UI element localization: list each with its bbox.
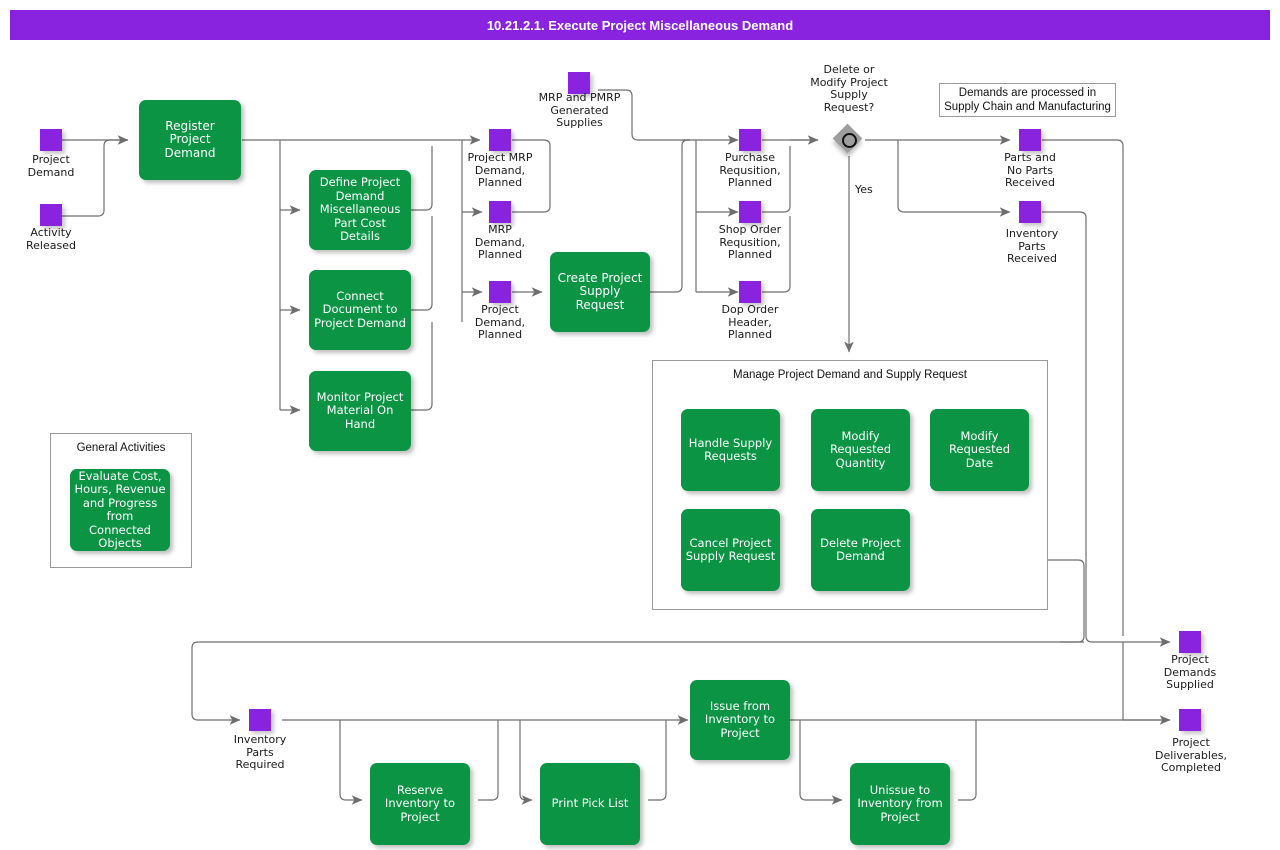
activity-delete-project-demand[interactable]: Delete Project Demand [811,509,910,591]
activity-create-project-supply-request[interactable]: Create Project Supply Request [550,252,650,332]
activity-register-project-demand[interactable]: Register Project Demand [139,100,241,180]
state-inventory-parts-required[interactable] [249,709,271,731]
state-label-dop-order-header-planned: Dop Order Header, Planned [695,304,805,342]
group-title-general-activities: General Activities [51,442,191,454]
activity-monitor-project-material-on-hand[interactable]: Monitor Project Material On Hand [309,371,411,451]
state-project-mrp-demand-planned[interactable] [489,129,511,151]
activity-modify-requested-quantity[interactable]: Modify Requested Quantity [811,409,910,491]
state-label-project-demand: Project Demand [0,154,102,179]
state-label-mrp-and-pmrp-generated-supplies: MRP and PMRP Generated Supplies [512,92,647,130]
state-label-project-demands-supplied: Project Demands Supplied [1135,654,1245,692]
state-parts-and-no-parts-received[interactable] [1019,129,1041,151]
state-mrp-demand-planned[interactable] [489,201,511,223]
state-shop-order-requsition-planned[interactable] [739,201,761,223]
group-title-manage-project-demand-and-supply-request: Manage Project Demand and Supply Request [653,369,1047,381]
activity-cancel-project-supply-request[interactable]: Cancel Project Supply Request [681,509,780,591]
state-label-mrp-demand-planned: MRP Demand, Planned [445,224,555,262]
state-activity-released[interactable] [40,204,62,226]
state-label-project-demand-planned: Project Demand, Planned [445,304,555,342]
activity-unissue-to-inventory-from-project[interactable]: Unissue to Inventory from Project [850,763,950,845]
state-project-demand-planned[interactable] [489,281,511,303]
activity-print-pick-list[interactable]: Print Pick List [540,763,640,845]
activity-handle-supply-requests[interactable]: Handle Supply Requests [681,409,780,491]
state-label-shop-order-requsition-planned: Shop Order Requsition, Planned [695,224,805,262]
state-label-purchase-requsition-planned: Purchase Requsition, Planned [695,152,805,190]
state-inventory-parts-received[interactable] [1019,201,1041,223]
decision-delete-or-modify-project-supply-request[interactable] [834,125,864,155]
activity-define-project-demand-miscellaneous-part-cost-details[interactable]: Define Project Demand Miscellaneous Part… [309,170,411,250]
decision-circle-icon [842,133,857,148]
state-project-deliverables-completed[interactable] [1179,709,1201,731]
activity-reserve-inventory-to-project[interactable]: Reserve Inventory to Project [370,763,470,845]
state-label-activity-released: Activity Released [0,227,102,252]
note-supply-chain: Demands are processed in Supply Chain an… [939,83,1116,117]
state-project-demand[interactable] [40,129,62,151]
activity-issue-from-inventory-to-project[interactable]: Issue from Inventory to Project [690,680,790,760]
state-label-project-deliverables-completed: Project Deliverables, Completed [1131,737,1251,775]
page-title: 10.21.2.1. Execute Project Miscellaneous… [10,10,1270,40]
state-project-demands-supplied[interactable] [1179,631,1201,653]
decision-label-delete-or-modify-project-supply-request: Delete or Modify Project Supply Request? [790,64,908,114]
state-dop-order-header-planned[interactable] [739,281,761,303]
state-label-inventory-parts-received: Inventory Parts Received [975,228,1089,266]
state-purchase-requsition-planned[interactable] [739,129,761,151]
state-label-project-mrp-demand-planned: Project MRP Demand, Planned [445,152,555,190]
activity-evaluate-cost-hours-revenue-progress[interactable]: Evaluate Cost, Hours, Revenue and Progre… [70,469,170,551]
state-label-inventory-parts-required: Inventory Parts Required [205,734,315,772]
state-label-parts-and-no-parts-received: Parts and No Parts Received [975,152,1085,190]
edge-label-yes: Yes [855,183,873,196]
activity-connect-document-to-project-demand[interactable]: Connect Document to Project Demand [309,270,411,350]
activity-modify-requested-date[interactable]: Modify Requested Date [930,409,1029,491]
